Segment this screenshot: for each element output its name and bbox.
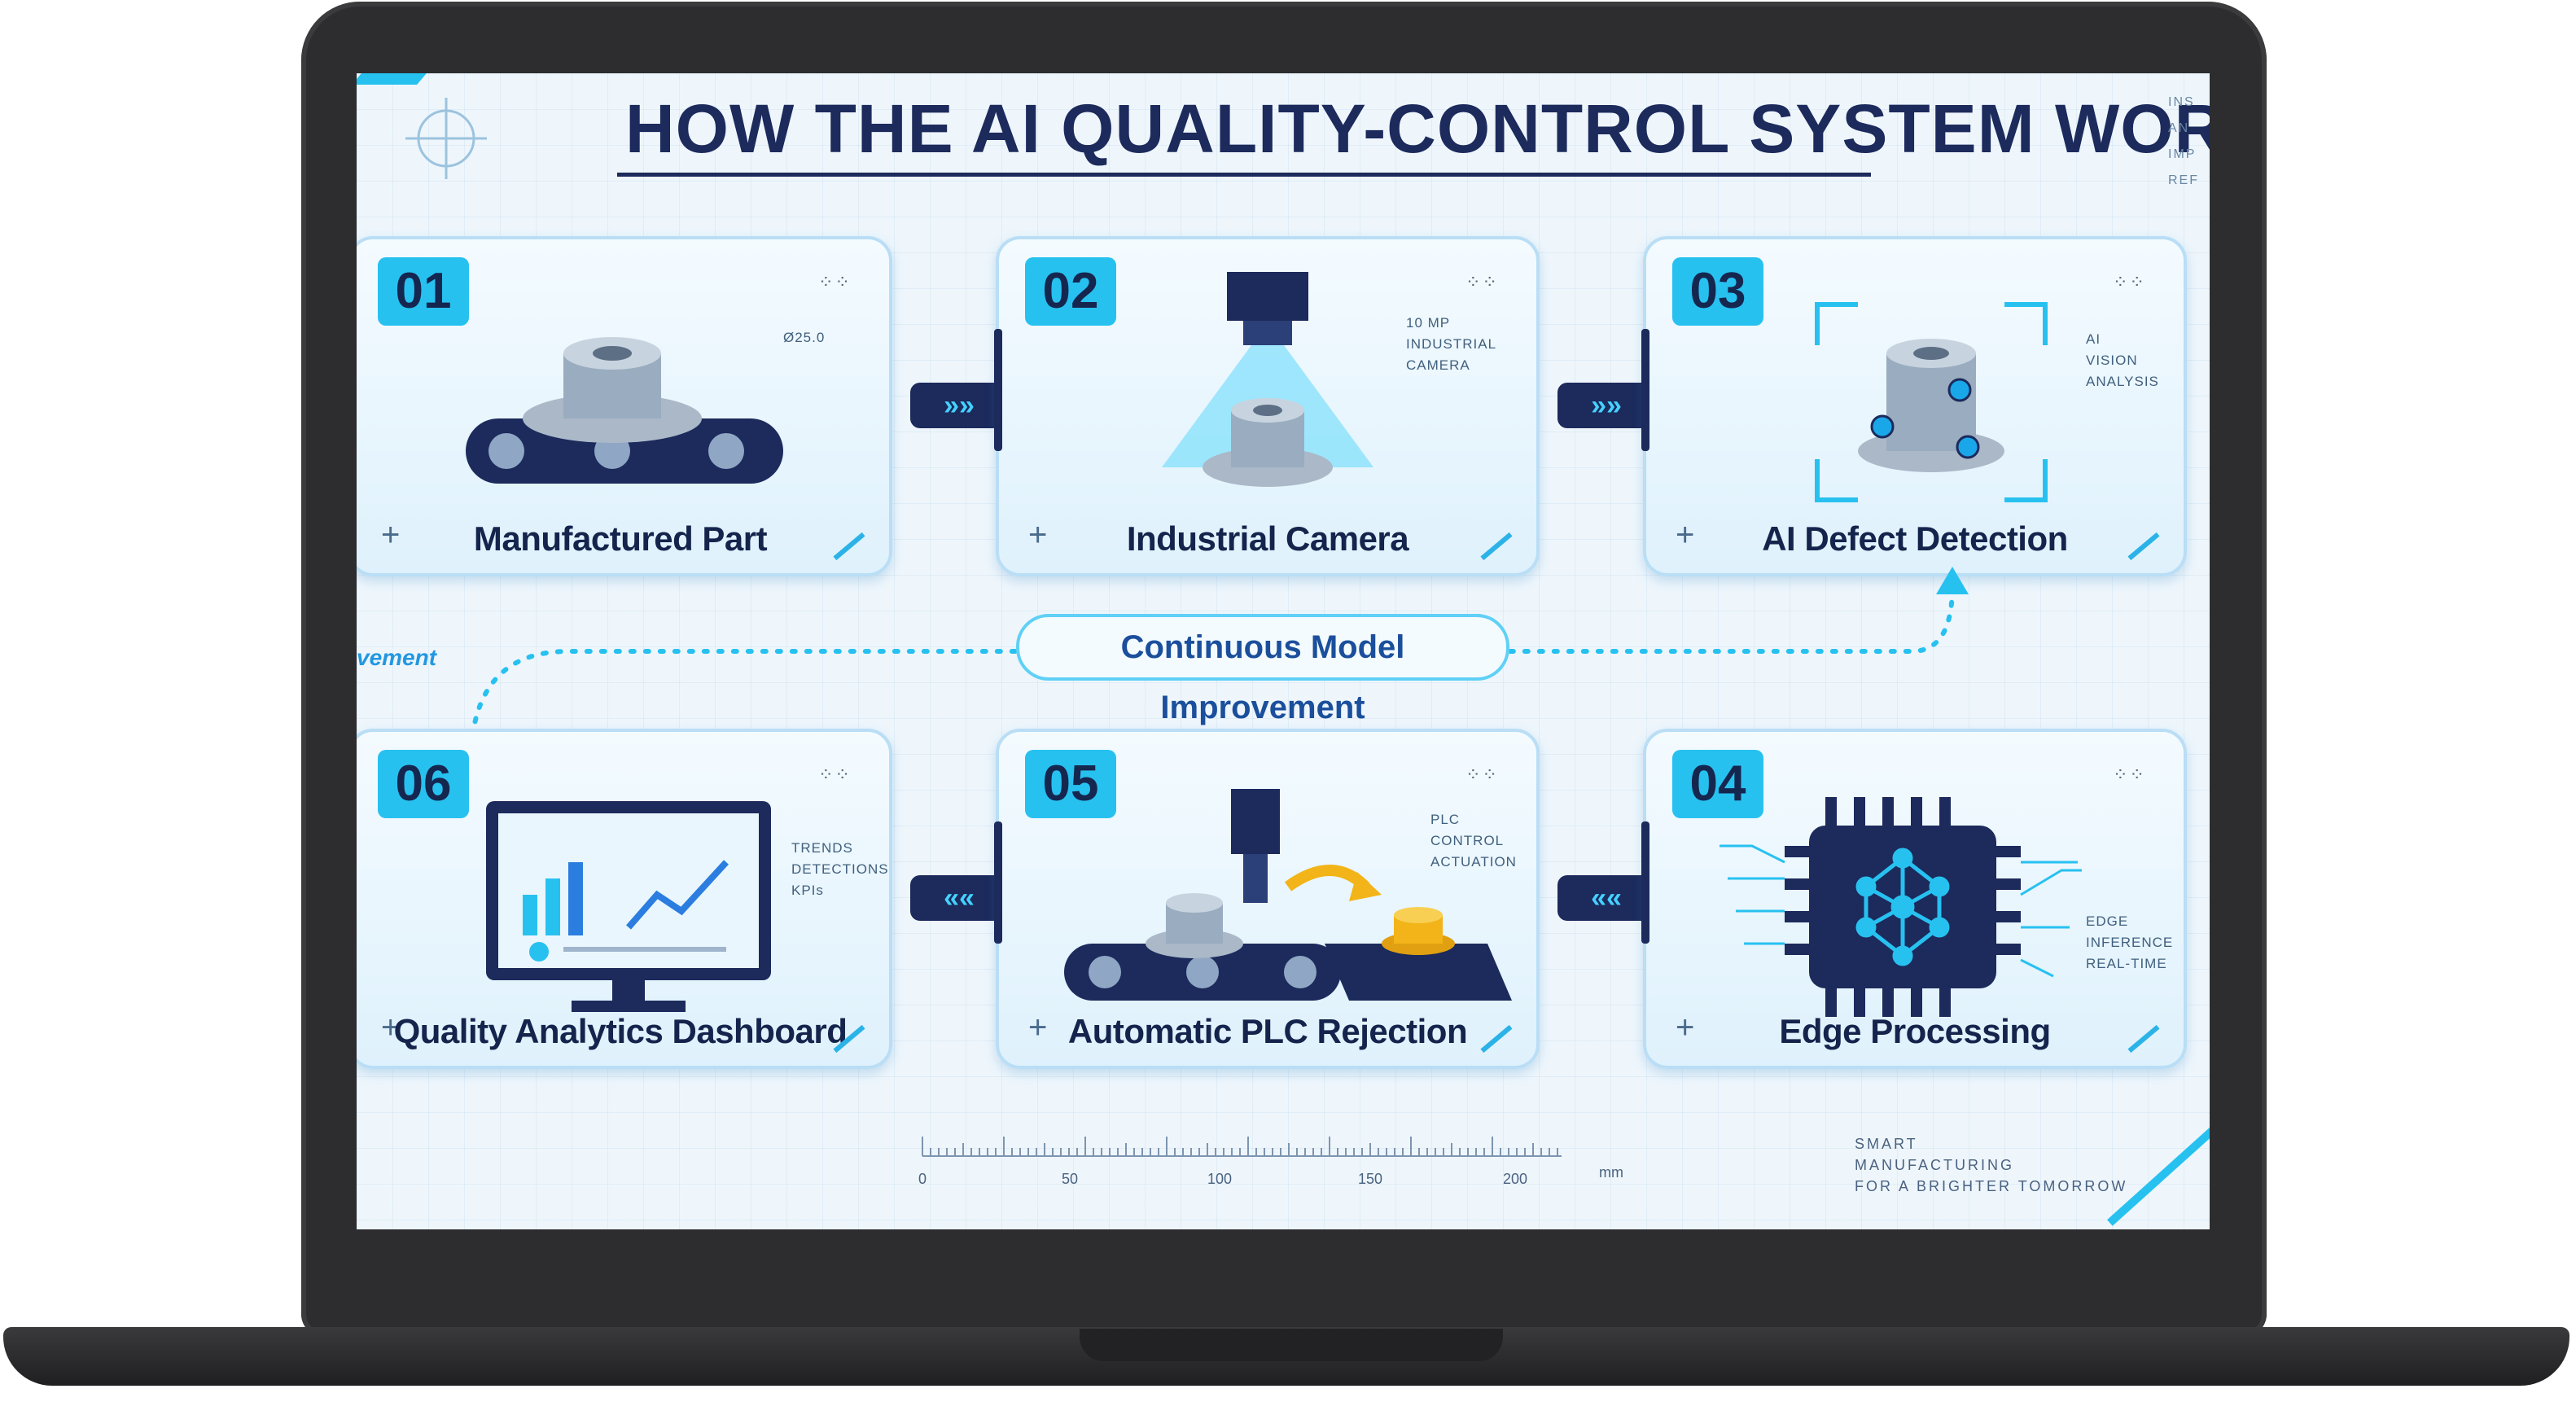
ruler-tick-label: 100 <box>1207 1171 1233 1187</box>
grid-dots-icon: ⁘⁘ <box>818 272 852 292</box>
corner-accent <box>357 73 427 85</box>
cropped-loop-label: vement <box>357 645 437 670</box>
step-notes: TRENDS DETECTIONS KPIs <box>791 840 889 898</box>
forward-arrow: »» <box>910 383 1008 428</box>
corner-text: INS AN IMP REF <box>2168 95 2199 187</box>
dashboard-monitor-icon <box>486 801 771 1012</box>
page-title: HOW THE AI QUALITY-CONTROL SYSTEM WORKS <box>625 90 2210 167</box>
step-notes: AI VISION ANALYSIS <box>2086 331 2159 389</box>
forward-arrow: »» <box>1557 383 1655 428</box>
plc-rejection-icon <box>1064 789 1512 1001</box>
step-card-06: 06 ⁘⁘ TRENDS DETECTIONS KPIs + Quality A… <box>357 729 892 1069</box>
step-card-03: 03 ⁘⁘ AI VISION ANALYSIS + AI Defect Det… <box>1641 236 2187 576</box>
step-label: Quality Analytics Dashboard <box>393 1012 848 1050</box>
card-side-accent <box>1641 329 1649 451</box>
step-card-04: 04 ⁘⁘ EDGE INFERENCE REAL-TIME <box>1641 729 2187 1069</box>
plus-icon: + <box>381 1010 401 1045</box>
title-underline <box>617 173 1871 177</box>
footer-tagline: SMART MANUFACTURING FOR A BRIGHTER TOMOR… <box>1855 1136 2128 1194</box>
crosshair-icon <box>405 98 487 179</box>
feedback-loop-path <box>468 567 1969 768</box>
step-number: 05 <box>1025 750 1116 818</box>
step-notes: PLC CONTROL ACTUATION <box>1430 812 1517 870</box>
ruler-tick-label: 0 <box>918 1171 927 1187</box>
measurement-ruler <box>922 1137 1562 1157</box>
step-card-02: 02 ⁘⁘ 10 MP INDUSTRIAL CAMERA + Industri… <box>994 236 1540 576</box>
step-label: Automatic PLC Rejection <box>1067 1012 1468 1050</box>
card-side-accent <box>994 329 1002 451</box>
card-side-accent <box>1641 821 1649 944</box>
card-side-accent <box>994 821 1002 944</box>
ruler-tick-label: 150 <box>1358 1171 1383 1187</box>
grid-dots-icon: ⁘⁘ <box>2113 272 2146 292</box>
camera-icon <box>1162 272 1373 487</box>
step-label: Industrial Camera <box>1126 519 1409 558</box>
plus-icon: + <box>1028 517 1048 553</box>
plus-icon: + <box>1676 1010 1695 1045</box>
ruler-tick-label: 50 <box>1062 1171 1079 1187</box>
step-number: 06 <box>378 750 469 818</box>
grid-dots-icon: ⁘⁘ <box>1465 272 1499 292</box>
step-label: Manufactured Part <box>473 519 768 558</box>
step-label: Edge Processing <box>1779 1012 2051 1050</box>
plus-icon: + <box>1028 1010 1048 1045</box>
step-number: 02 <box>1025 257 1116 326</box>
grid-dots-icon: ⁘⁘ <box>2113 764 2146 785</box>
step-card-01: 01 ⁘⁘ Ø25.0 + Manufactured Part <box>357 236 892 576</box>
loop-label: Continuous Model Improvement <box>1016 614 1509 725</box>
step-notes: EDGE INFERENCE REAL-TIME <box>2086 913 2174 971</box>
step-label: AI Defect Detection <box>1762 519 2068 558</box>
ruler-tick-label: 200 <box>1503 1171 1528 1187</box>
step-number: 04 <box>1672 750 1763 818</box>
defect-scan-icon <box>1815 302 2048 502</box>
grid-dots-icon: ⁘⁘ <box>818 764 852 785</box>
step-number: 01 <box>378 257 469 326</box>
edge-chip-icon <box>1720 797 2082 1017</box>
step-note: Ø25.0 <box>783 330 826 345</box>
step-notes: 10 MP INDUSTRIAL CAMERA <box>1406 315 1497 373</box>
plus-icon: + <box>1676 517 1695 553</box>
laptop-notch <box>1080 1329 1503 1361</box>
backward-arrow: «« <box>910 875 1008 921</box>
backward-arrow: «« <box>1557 875 1655 921</box>
grid-dots-icon: ⁘⁘ <box>1465 764 1499 785</box>
conveyor-part-icon <box>466 337 783 484</box>
plus-icon: + <box>381 517 401 553</box>
ruler-unit: mm <box>1599 1164 1623 1181</box>
laptop-screen: HOW THE AI QUALITY-CONTROL SYSTEM WORKS … <box>357 73 2210 1229</box>
step-number: 03 <box>1672 257 1763 326</box>
step-card-05: 05 ⁘⁘ PLC CONTROL ACTUATION + Automatic … <box>994 729 1540 1069</box>
